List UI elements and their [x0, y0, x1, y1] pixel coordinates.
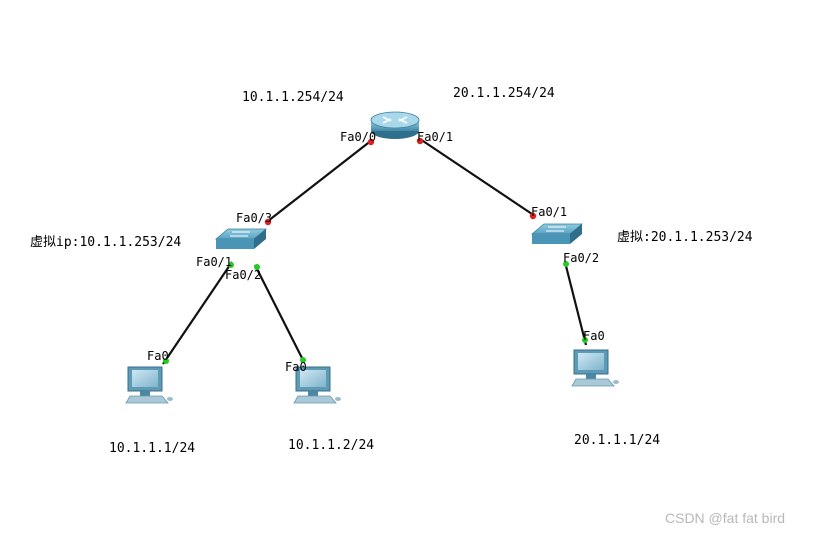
pc-3[interactable]: [571, 349, 619, 387]
switch-right[interactable]: [530, 223, 584, 244]
port-dot-pc1-fa0: [163, 358, 169, 364]
switch-left-port-fa02-label: Fa0/2: [225, 268, 262, 282]
pc1-ip-label: 10.1.1.1/24: [109, 441, 196, 456]
switch-left-port-fa01-label: Fa0/1: [196, 255, 233, 269]
pc2-ip-label: 10.1.1.2/24: [288, 438, 375, 453]
links: [162, 138, 588, 365]
pc3-ip-label: 20.1.1.1/24: [574, 433, 661, 448]
pc-1[interactable]: [125, 366, 173, 404]
port-dot-router-fa01: [416, 137, 424, 145]
port-dot-switch-left-fa01: [228, 262, 234, 268]
pc3-port-label: Fa0: [583, 329, 605, 343]
watermark: CSDN @fat fat bird: [665, 510, 786, 526]
router-right-ip-label: 20.1.1.254/24: [453, 86, 555, 101]
port-dot-switch-right-fa02: [563, 261, 569, 267]
switch-arrows-icon: [546, 226, 566, 232]
port-dot-switch-right-fa01: [529, 212, 537, 220]
link-switch-right-pc3: [563, 261, 588, 346]
link-switch-left-pc2: [254, 264, 304, 361]
port-dot-switch-left-fa03: [264, 218, 272, 226]
port-indicators: [163, 137, 588, 364]
switch-right-virtual-ip-label: 虚拟:20.1.1.253/24: [617, 230, 753, 245]
pc-2[interactable]: [293, 366, 341, 404]
switch-left-virtual-ip-label: 虚拟ip:10.1.1.253/24: [30, 235, 182, 250]
router-left-ip-label: 10.1.1.254/24: [242, 90, 344, 105]
port-dot-switch-left-fa02: [254, 264, 260, 270]
switch-right-port-fa02-label: Fa0/2: [563, 251, 600, 265]
switch-arrows-icon: [230, 231, 250, 237]
port-dot-pc2-fa0: [300, 357, 306, 363]
router[interactable]: [370, 111, 420, 139]
router-port-fa00-label: Fa0/0: [340, 130, 377, 144]
router-arrows-icon: [382, 116, 408, 124]
port-dot-router-fa00: [367, 138, 375, 146]
link-router-switch-left: [267, 139, 373, 222]
link-router-switch-right: [419, 138, 536, 217]
switch-left-port-fa03-label: Fa0/3: [236, 211, 273, 225]
link-switch-left-pc1: [162, 261, 233, 365]
switch-right-port-fa01-label: Fa0/1: [531, 205, 568, 219]
pc1-port-label: Fa0: [147, 349, 169, 363]
port-dot-pc3-fa0: [582, 337, 588, 343]
switch-left[interactable]: [214, 228, 268, 249]
router-port-fa01-label: Fa0/1: [417, 130, 454, 144]
pc2-port-label: Fa0: [285, 360, 307, 374]
